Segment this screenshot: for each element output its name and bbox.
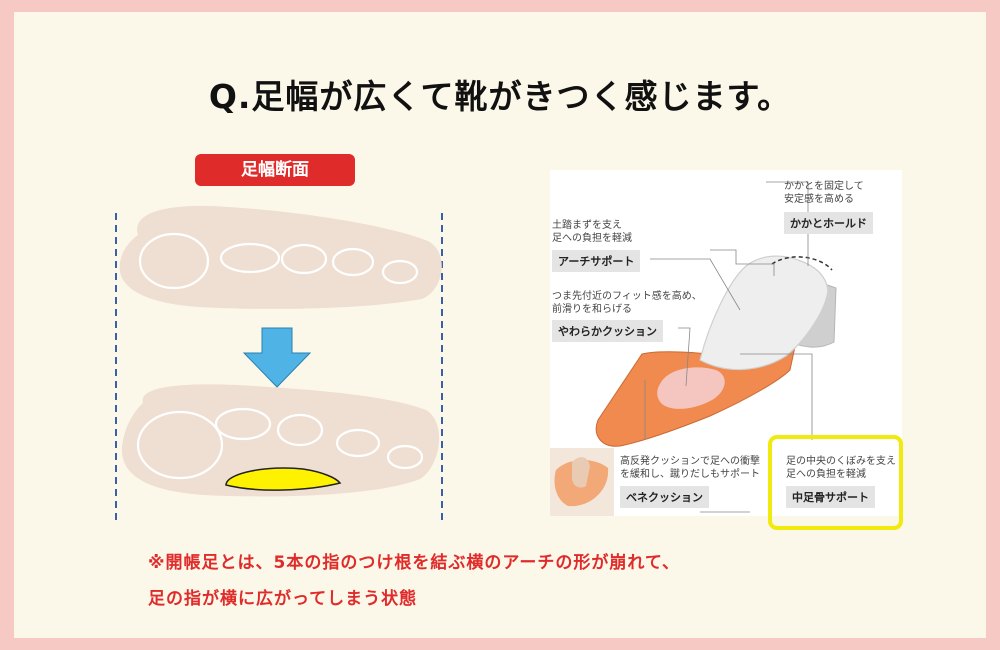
- metatarsal-support-label: 中足骨サポート: [786, 486, 875, 508]
- arch-desc-line-2: 足への負担を軽減: [552, 233, 632, 244]
- bene-desc-line-2: を緩和し、蹴りだしもサポート: [620, 469, 760, 480]
- footnote-line-1: ※開帳足とは、5本の指のつけ根を結ぶ横のアーチの形が崩れて、: [148, 553, 680, 573]
- arch-support-label: アーチサポート: [552, 250, 641, 272]
- mid-desc-line-1: 足の中央のくぼみを支え: [786, 456, 896, 467]
- cross-section-badge: 足幅断面: [195, 154, 355, 186]
- foot-cross-section-illustration: [115, 205, 443, 525]
- metatarsal-support-pad: [225, 467, 342, 491]
- cushion-desc-line-1: つま先付近のフィット感を高め、: [552, 291, 702, 302]
- bene-desc-line-1: 高反発クッションで足への衝撃: [620, 456, 760, 467]
- foot-section-normal: [119, 205, 442, 309]
- soft-cushion-description: つま先付近のフィット感を高め、 前滑りを和らげる: [552, 290, 702, 316]
- bene-cushion-description: 高反発クッションで足への衝撃 を緩和し、蹴りだしもサポート: [620, 455, 760, 481]
- heel-hold-label: かかとホールド: [784, 212, 873, 234]
- arch-support-description: 土踏まずを支え 足への負担を軽減: [552, 219, 632, 245]
- foot-section-supported: [121, 384, 440, 497]
- metatarsal-support-description: 足の中央のくぼみを支え 足への負担を軽減: [786, 455, 896, 481]
- cushion-desc-line-2: 前滑りを和らげる: [552, 304, 632, 315]
- down-arrow-icon: [242, 327, 312, 388]
- heel-desc-line-1: かかとを固定して: [784, 181, 864, 192]
- heel-hold-description: かかとを固定して 安定感を高める: [784, 180, 864, 206]
- footnote-line-2: 足の指が横に広がってしまう状態: [148, 589, 418, 609]
- soft-cushion-label: やわらかクッション: [552, 320, 663, 342]
- arch-desc-line-1: 土踏まずを支え: [552, 220, 622, 231]
- page-title: Q.足幅が広くて靴がきつく感じます。: [208, 77, 792, 116]
- metatarsal-highlight-frame: [768, 435, 903, 530]
- mid-desc-line-2: 足への負担を軽減: [786, 469, 866, 480]
- heel-desc-line-2: 安定感を高める: [784, 194, 854, 205]
- bene-cushion-label: ベネクッション: [620, 486, 709, 508]
